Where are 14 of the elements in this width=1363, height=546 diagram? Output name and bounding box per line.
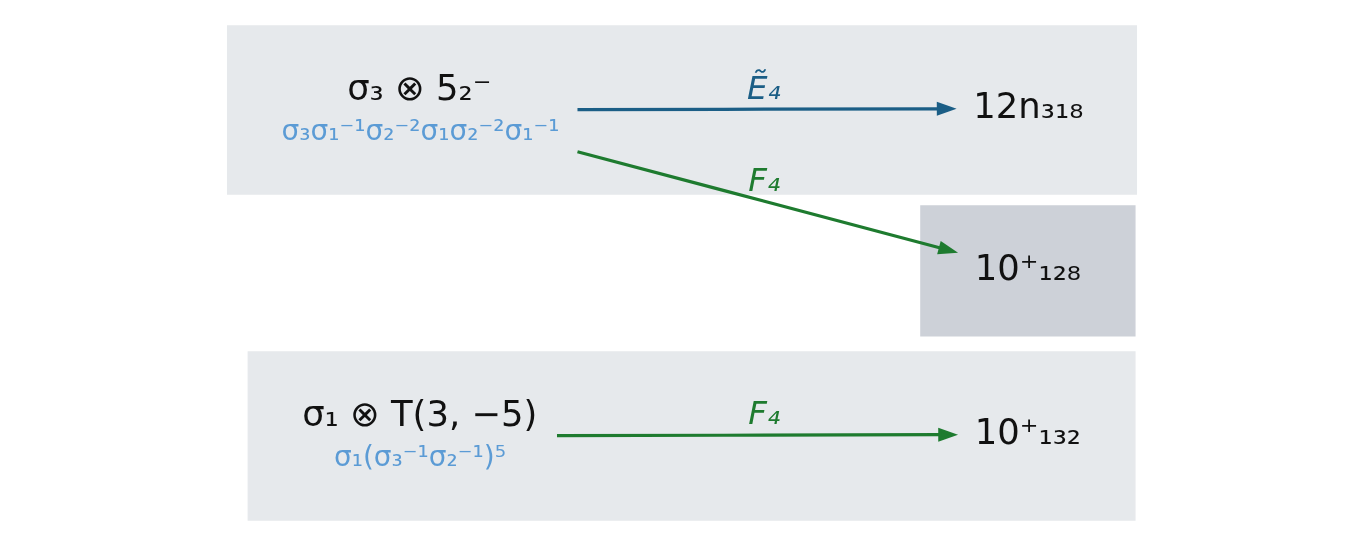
edge-label: F₄ — [747, 160, 780, 199]
node-text: σ₁ ⊗ T(3, −5) σ₁(σ₃⁻¹σ₂⁻¹)⁵ — [301, 392, 537, 473]
cluster — [226, 25, 1137, 195]
node-text: 10⁺₁₃₂ — [974, 410, 1081, 452]
arrow — [556, 427, 958, 442]
arrow — [576, 150, 958, 255]
arrow — [576, 101, 957, 116]
cluster — [919, 205, 1136, 337]
edge-label: Ẽ₄ — [746, 69, 780, 108]
node-text: 10⁺₁₂₈ — [974, 246, 1081, 288]
edge-label: F₄ — [747, 393, 780, 432]
node-text: 12n₃₁₈ — [972, 84, 1083, 126]
cluster — [247, 351, 1136, 521]
node-text: σ₃ ⊗ 5₂⁻ σ₃σ₁⁻¹σ₂⁻²σ₁σ₂⁻²σ₁⁻¹ — [281, 66, 560, 147]
